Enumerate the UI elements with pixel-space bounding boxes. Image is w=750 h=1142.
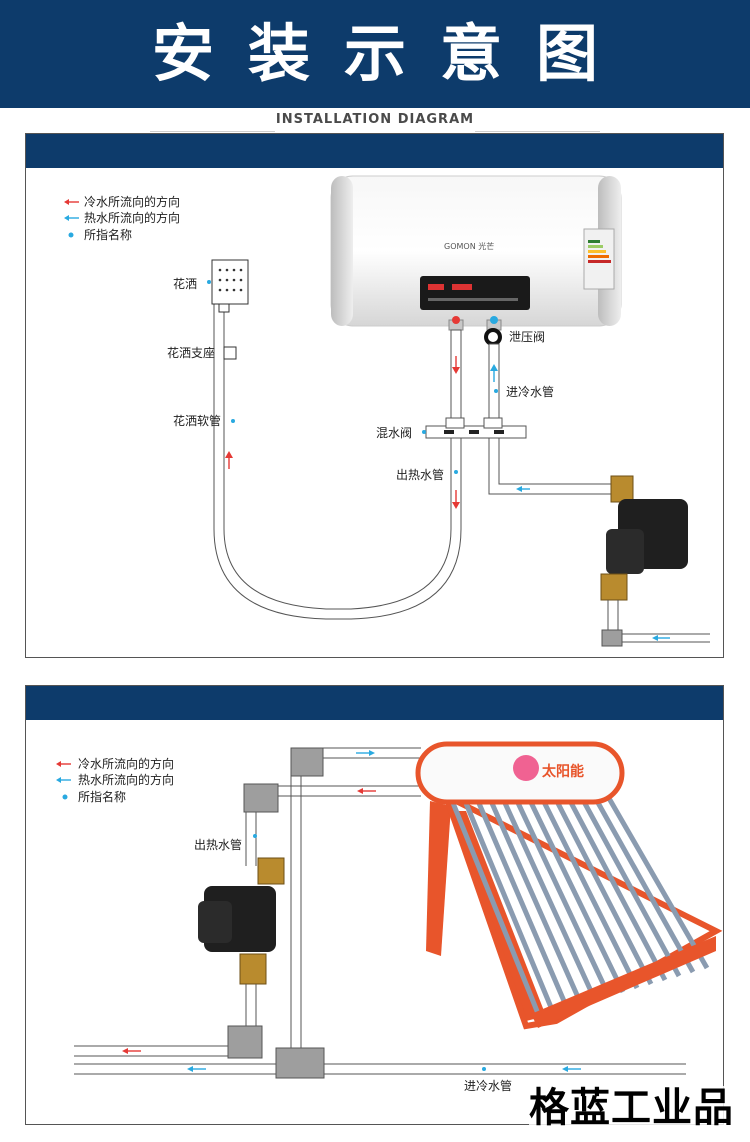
legend-name: 所指名称 (84, 227, 132, 242)
label-shower-holder: 花洒支座 (167, 345, 215, 360)
legend-cold: 冷水所流向的方向 (78, 756, 174, 771)
label-pressure-valve: 泄压阀 (509, 330, 545, 344)
water-pump (600, 475, 688, 601)
tank-label: 太阳能 (542, 763, 584, 780)
label-hot-outlet: 出热水管 (396, 467, 444, 482)
cold-arrow-icon (64, 199, 79, 205)
panel-header-bar (26, 134, 723, 168)
name-dot (482, 1067, 486, 1071)
flow-arrows (225, 356, 670, 641)
legend-cold: 冷水所流向的方向 (84, 194, 180, 209)
name-dot-icon (68, 232, 74, 238)
legend-hot: 热水所流向的方向 (84, 210, 180, 225)
flow-arrows (122, 750, 581, 1072)
label-shower-hose: 花洒软管 (173, 413, 221, 428)
electric-heater-diagram: 冷水所流向的方向 热水所流向的方向 所指名称 GOMON 光芒 (64, 175, 710, 647)
page-title: 安装示意图 (151, 17, 632, 90)
label-cold-inlet: 进冷水管 (464, 1078, 512, 1093)
brand-logo-icon (513, 755, 539, 781)
label-hot-outlet: 出热水管 (194, 837, 242, 852)
legend: 冷水所流向的方向 热水所流向的方向 所指名称 (56, 756, 174, 804)
water-heater: GOMON 光芒 (330, 175, 622, 331)
name-dot (253, 834, 257, 838)
cold-arrow-icon (56, 761, 71, 767)
legend-name: 所指名称 (78, 789, 126, 804)
subtitle-rule-left (150, 131, 275, 132)
label-shower-head: 花洒 (173, 276, 197, 291)
name-dot-icon (62, 794, 68, 800)
heater-brand: GOMON 光芒 (444, 241, 494, 251)
energy-label (583, 228, 615, 290)
solar-heater-diagram: 冷水所流向的方向 热水所流向的方向 所指名称 (56, 741, 723, 1093)
pressure-valve-icon (484, 328, 502, 346)
legend-hot: 热水所流向的方向 (78, 772, 174, 787)
electric-heater-panel: 冷水所流向的方向 热水所流向的方向 所指名称 GOMON 光芒 (25, 133, 724, 658)
name-dots (207, 280, 498, 474)
solar-heater-panel: 冷水所流向的方向 热水所流向的方向 所指名称 (25, 685, 724, 1125)
hot-arrow-icon (56, 777, 71, 783)
page-subtitle: INSTALLATION DIAGRAM (275, 112, 475, 127)
watermark: 格蓝工业品 (529, 1085, 734, 1131)
shower-head-icon (211, 259, 249, 313)
legend: 冷水所流向的方向 热水所流向的方向 所指名称 (64, 194, 180, 242)
heater-display (420, 276, 530, 310)
title-banner: 安装示意图 (0, 0, 750, 108)
subtitle-rule-right (475, 131, 600, 132)
shower-holder-icon (223, 346, 237, 360)
water-pump (198, 857, 285, 985)
solar-water-heater: 太阳能 (415, 741, 723, 1030)
label-mixing-valve: 混水阀 (376, 426, 412, 440)
hot-arrow-icon (64, 215, 79, 221)
panel-header-bar (26, 686, 723, 720)
label-cold-inlet: 进冷水管 (506, 384, 554, 399)
